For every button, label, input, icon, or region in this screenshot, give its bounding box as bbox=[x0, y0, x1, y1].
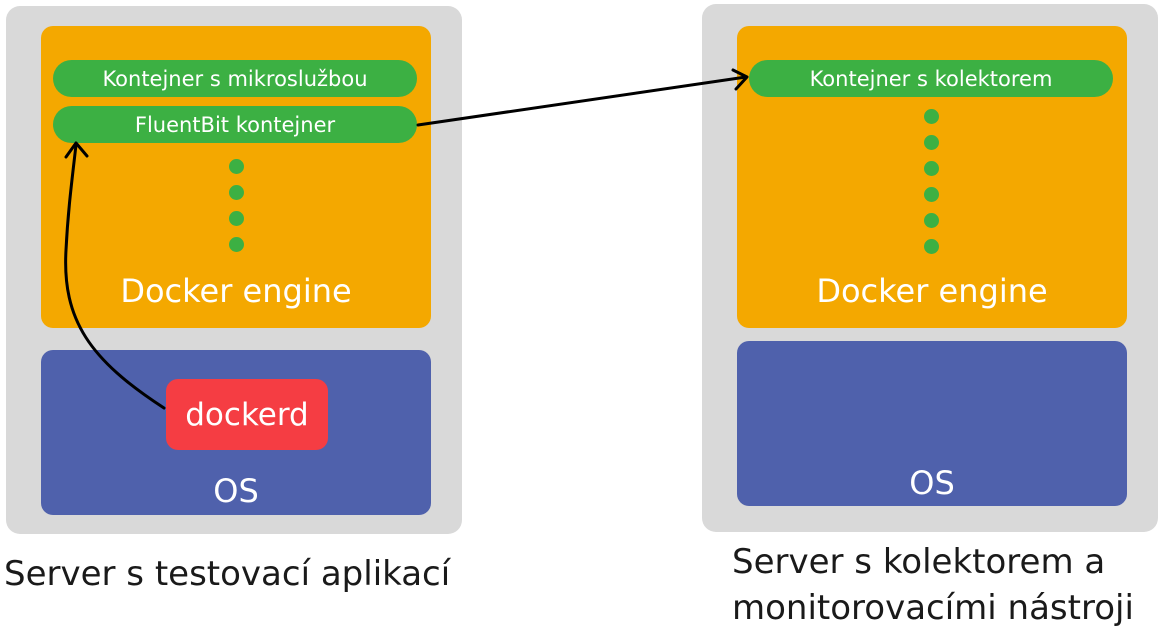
docker-engine-label-right: Docker engine bbox=[816, 272, 1048, 310]
ellipsis-dot bbox=[924, 109, 939, 124]
os-label-right: OS bbox=[909, 464, 955, 502]
caption-right-line1: Server s kolektorem a bbox=[732, 542, 1106, 582]
ellipsis-dot bbox=[924, 213, 939, 228]
caption-left: Server s testovací aplikací bbox=[4, 554, 451, 594]
ellipsis-dot bbox=[924, 135, 939, 150]
ellipsis-dot bbox=[924, 187, 939, 202]
ellipsis-dot bbox=[229, 185, 244, 200]
ellipsis-dot bbox=[924, 161, 939, 176]
container-microservice: Kontejner s mikroslužbou bbox=[53, 60, 417, 97]
arrowhead-collector bbox=[731, 68, 749, 91]
container-collector: Kontejner s kolektorem bbox=[749, 60, 1113, 97]
dockerd-process: dockerd bbox=[166, 379, 328, 450]
ellipsis-dot bbox=[229, 159, 244, 174]
os-label-left: OS bbox=[213, 472, 259, 510]
caption-right-line2: monitorovacími nástroji bbox=[732, 588, 1134, 628]
arrow-dockerd-to-fluentbit bbox=[64, 143, 166, 410]
ellipsis-dot bbox=[924, 239, 939, 254]
ellipsis-dot bbox=[229, 211, 244, 226]
container-fluentbit: FluentBit kontejner bbox=[53, 106, 417, 143]
ellipsis-dot bbox=[229, 237, 244, 252]
arrowhead-fluentbit bbox=[64, 141, 89, 159]
docker-engine-label-left: Docker engine bbox=[120, 272, 352, 310]
arrow-fluentbit-to-collector bbox=[416, 75, 748, 127]
os-right bbox=[737, 341, 1127, 506]
